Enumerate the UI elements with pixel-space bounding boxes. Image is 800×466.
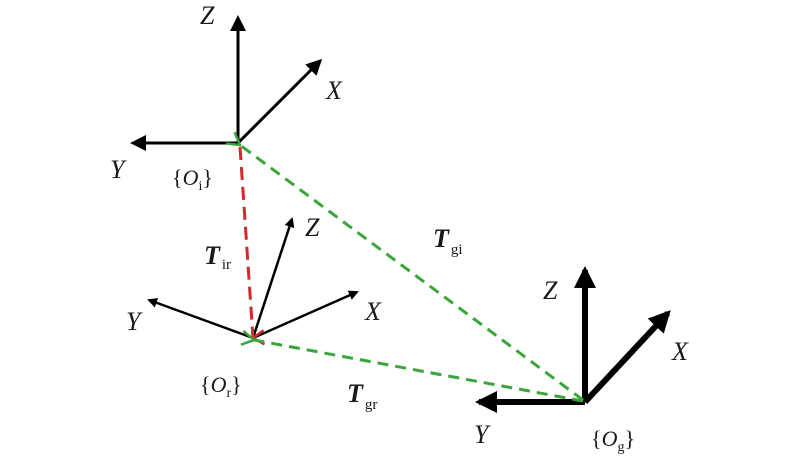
frame-ground-x-label: X [671, 337, 689, 366]
frame-ground-z-label: Z [543, 276, 558, 305]
frame-robot-y-label: Y [126, 307, 143, 336]
frame-robot: Z X Y {Or} [126, 213, 382, 401]
frame-robot-y-axis [147, 298, 254, 340]
frame-initial-label: {Oi} [172, 165, 213, 194]
frame-initial-x-axis [236, 58, 323, 145]
frame-initial-y-label: Y [110, 155, 127, 184]
frame-initial-x-label: X [325, 76, 343, 105]
transform-ir-vector [238, 146, 253, 338]
frame-robot-z-label: Z [305, 213, 320, 242]
frame-initial-z-label: Z [200, 1, 215, 30]
frame-robot-x-axis [252, 290, 359, 340]
frame-ground-y-label: Y [474, 420, 491, 449]
frame-robot-z-axis [251, 217, 295, 339]
transform-gr-vector [254, 340, 584, 403]
frame-ground-x-axis [582, 310, 671, 405]
frame-ground: Z X Y {Og} [474, 266, 689, 455]
frame-robot-x-label: X [364, 297, 382, 326]
frame-ground-label: {Og} [591, 426, 635, 455]
frame-robot-label: {Or} [200, 372, 242, 401]
transform-gi-vector [240, 145, 584, 402]
frame-initial: Z X Y {Oi} [110, 1, 343, 194]
